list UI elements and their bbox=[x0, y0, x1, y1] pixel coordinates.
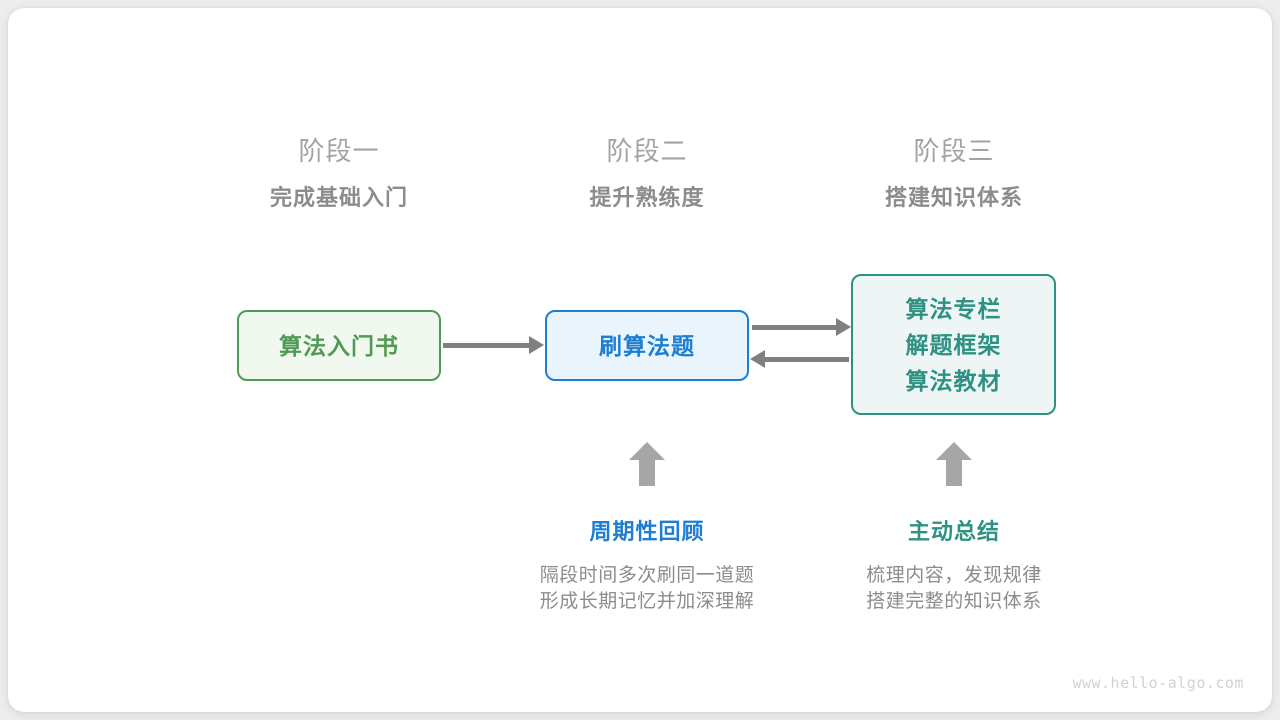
stage-2-subtitle: 提升熟练度 bbox=[589, 185, 705, 210]
connector-resources-to-practice-line bbox=[764, 357, 849, 362]
tip-periodic-review-desc-line-1: 隔段时间多次刷同一道题 bbox=[539, 565, 755, 586]
tip-active-summary: 主动总结 梳理内容，发现规律 搭建完整的知识体系 bbox=[804, 517, 1104, 615]
up-arrow-review-icon bbox=[629, 442, 665, 486]
tip-periodic-review-description: 隔段时间多次刷同一道题 形成长期记忆并加深理解 bbox=[497, 563, 797, 615]
node-resources[interactable]: 算法专栏 解题框架 算法教材 bbox=[851, 274, 1056, 415]
tip-active-summary-desc-line-1: 梳理内容，发现规律 bbox=[866, 565, 1042, 586]
diagram-card: 阶段一 完成基础入门 阶段二 提升熟练度 阶段三 搭建知识体系 算法入门书 刷算… bbox=[8, 8, 1272, 712]
tip-periodic-review: 周期性回顾 隔段时间多次刷同一道题 形成长期记忆并加深理解 bbox=[497, 517, 797, 615]
node-resources-line-3: 算法教材 bbox=[905, 367, 1002, 394]
stage-heading-3: 阶段三 搭建知识体系 bbox=[804, 134, 1104, 214]
stage-2-label: 阶段二 bbox=[606, 136, 688, 166]
stage-1-label: 阶段一 bbox=[298, 136, 380, 166]
tip-active-summary-desc-line-2: 搭建完整的知识体系 bbox=[866, 591, 1042, 612]
tip-active-summary-title: 主动总结 bbox=[907, 519, 1000, 544]
connector-practice-to-resources-line bbox=[752, 325, 837, 330]
node-intro-book-label: 算法入门书 bbox=[279, 332, 399, 359]
node-intro-book[interactable]: 算法入门书 bbox=[237, 310, 441, 381]
node-resources-line-2: 解题框架 bbox=[905, 331, 1002, 358]
stage-1-subtitle: 完成基础入门 bbox=[269, 185, 408, 210]
node-practice-problems[interactable]: 刷算法题 bbox=[545, 310, 749, 381]
tip-periodic-review-desc-line-2: 形成长期记忆并加深理解 bbox=[539, 591, 755, 612]
node-resources-line-1: 算法专栏 bbox=[905, 295, 1002, 322]
connector-book-to-practice-line bbox=[443, 343, 530, 348]
stage-heading-1: 阶段一 完成基础入门 bbox=[189, 134, 489, 214]
tip-active-summary-description: 梳理内容，发现规律 搭建完整的知识体系 bbox=[804, 563, 1104, 615]
watermark-url: www.hello-algo.com bbox=[1072, 674, 1244, 692]
tip-periodic-review-title: 周期性回顾 bbox=[589, 519, 705, 544]
connector-practice-to-resources-arrowhead-icon bbox=[836, 318, 851, 336]
stage-3-label: 阶段三 bbox=[913, 136, 995, 166]
up-arrow-summary-icon bbox=[936, 442, 972, 486]
stage-heading-2: 阶段二 提升熟练度 bbox=[497, 134, 797, 214]
connector-resources-to-practice-arrowhead-icon bbox=[750, 350, 765, 368]
connector-book-to-practice-arrowhead-icon bbox=[529, 336, 544, 354]
stage-3-subtitle: 搭建知识体系 bbox=[884, 185, 1023, 210]
node-practice-problems-label: 刷算法题 bbox=[599, 332, 695, 359]
